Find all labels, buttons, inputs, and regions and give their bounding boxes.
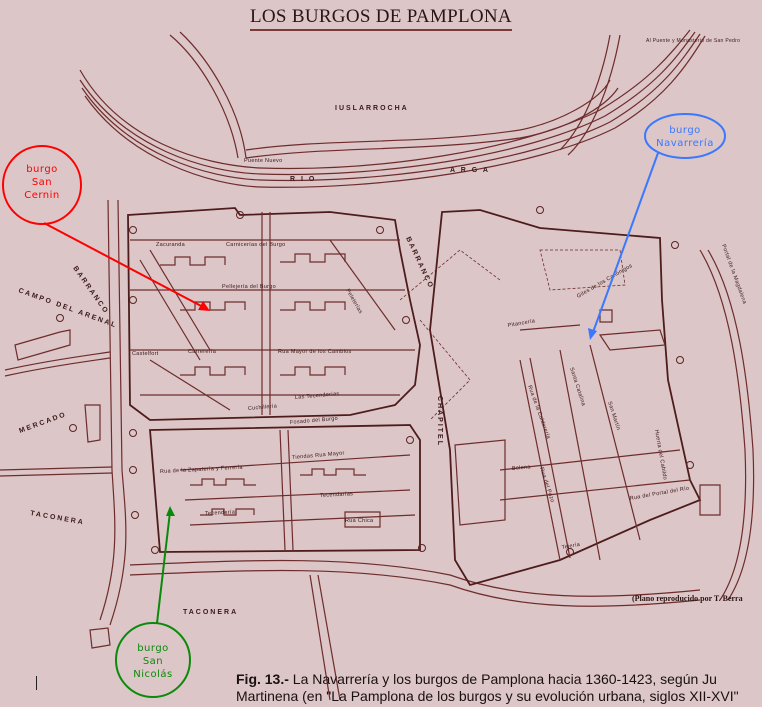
caption-line1: La Navarrería y los burgos de Pamplona h… [288, 671, 717, 687]
label-barranco-mid: BARRANCO [404, 236, 434, 290]
text-cursor [36, 676, 37, 690]
street-pitanceria: Pitancería [507, 318, 536, 329]
street-tecenderias: Las Tecenderías [295, 391, 340, 401]
street-portal-rio: Rua del Portal del Río [629, 486, 690, 502]
map-credit: (Plano reproducido por T. Berra [632, 594, 743, 603]
callout-san-cernin-line2: San [32, 177, 52, 188]
street-pelleteria: Pellejería del Burgo [222, 284, 276, 290]
callout-navarreria: burgo Navarrería [588, 113, 726, 340]
street-peleterias: Peleterías [344, 288, 363, 315]
street-fosado: Fosado del Burgo [290, 416, 339, 426]
street-giles: Giles de los Canónigos [576, 263, 634, 300]
street-santa-catalina: Santa Catalina [568, 367, 586, 408]
label-portal-magdalena: Portal de la Magdalena [720, 244, 747, 306]
callout-san-nicolas-line3: Nicolás [133, 668, 173, 680]
street-huerta-cabildo: Huerta del Cabildo [653, 429, 668, 480]
callout-san-nicolas-line1: burgo [137, 643, 169, 654]
wall-towers [56, 206, 694, 556]
street-carreteria: Carrerería [188, 349, 217, 355]
caption-line2: Martinena (en "La Pamplona de los burgos… [236, 688, 739, 704]
callout-navarreria-line1: burgo [669, 125, 701, 136]
street-labels: Zacuranda Carnicerías del Burgo Pellejer… [132, 242, 690, 551]
street-tiendas: Tiendas Rua Mayor [292, 450, 345, 461]
callout-san-cernin: burgo San Cernin [2, 145, 210, 311]
label-san-pedro: Al Puente y Monasterio de San Pedro [646, 38, 740, 44]
burgo-san-nicolas-plan [149, 424, 421, 553]
street-zacuranda: Zacuranda [156, 242, 186, 248]
label-chapitel: CHAPITEL [436, 396, 443, 447]
callout-san-nicolas: burgo San Nicolás [115, 506, 191, 698]
callout-san-cernin-line3: Cernin [24, 190, 60, 201]
label-puente-nuevo: Puente Nuevo [244, 158, 282, 164]
river-arga [79, 29, 706, 188]
roads [0, 31, 755, 701]
label-iuslarrocha: IUSLARROCHA [335, 105, 409, 112]
street-tecendarias: Tecendarías [320, 491, 354, 499]
figure-caption: Fig. 13.- La Navarrería y los burgos de … [236, 671, 739, 705]
burgo-navarreria-plan [399, 209, 702, 587]
street-tecenderia: Tecendería [205, 509, 236, 517]
label-rio: R I O [290, 176, 316, 183]
outer-buildings [14, 329, 721, 649]
caption-fig-label: Fig. 13.- [236, 671, 289, 687]
page-title: LOS BURGOS DE PAMPLONA [250, 6, 512, 31]
street-castelfort: Castelfort [132, 351, 159, 357]
callout-navarreria-line2: Navarrería [656, 137, 714, 149]
street-zapateria: Rua de la Zapatería y Ferrería [160, 465, 244, 475]
label-taconera-bottom: TACONERA [183, 609, 238, 616]
street-rua-chica: Rua Chica [345, 518, 374, 524]
burgo-san-cernin-plan [127, 207, 421, 421]
callout-san-nicolas-line2: San [143, 656, 163, 667]
callout-san-cernin-line1: burgo [26, 164, 58, 175]
label-mercado: MERCADO [18, 411, 68, 435]
label-arga: A R G A [450, 167, 490, 174]
street-tejeria: Tejería [561, 542, 581, 551]
label-taconera-left: TACONERA [30, 510, 86, 526]
street-cuchilleria: Cuchillería [248, 403, 278, 412]
street-belena: Belena [512, 464, 532, 472]
street-carnicerias: Carnicerías del Burgo [226, 242, 286, 248]
street-rua-cambios: Rua Mayor de los Cambios [278, 349, 352, 355]
street-calderia: Rua de la Calderería [526, 385, 551, 441]
